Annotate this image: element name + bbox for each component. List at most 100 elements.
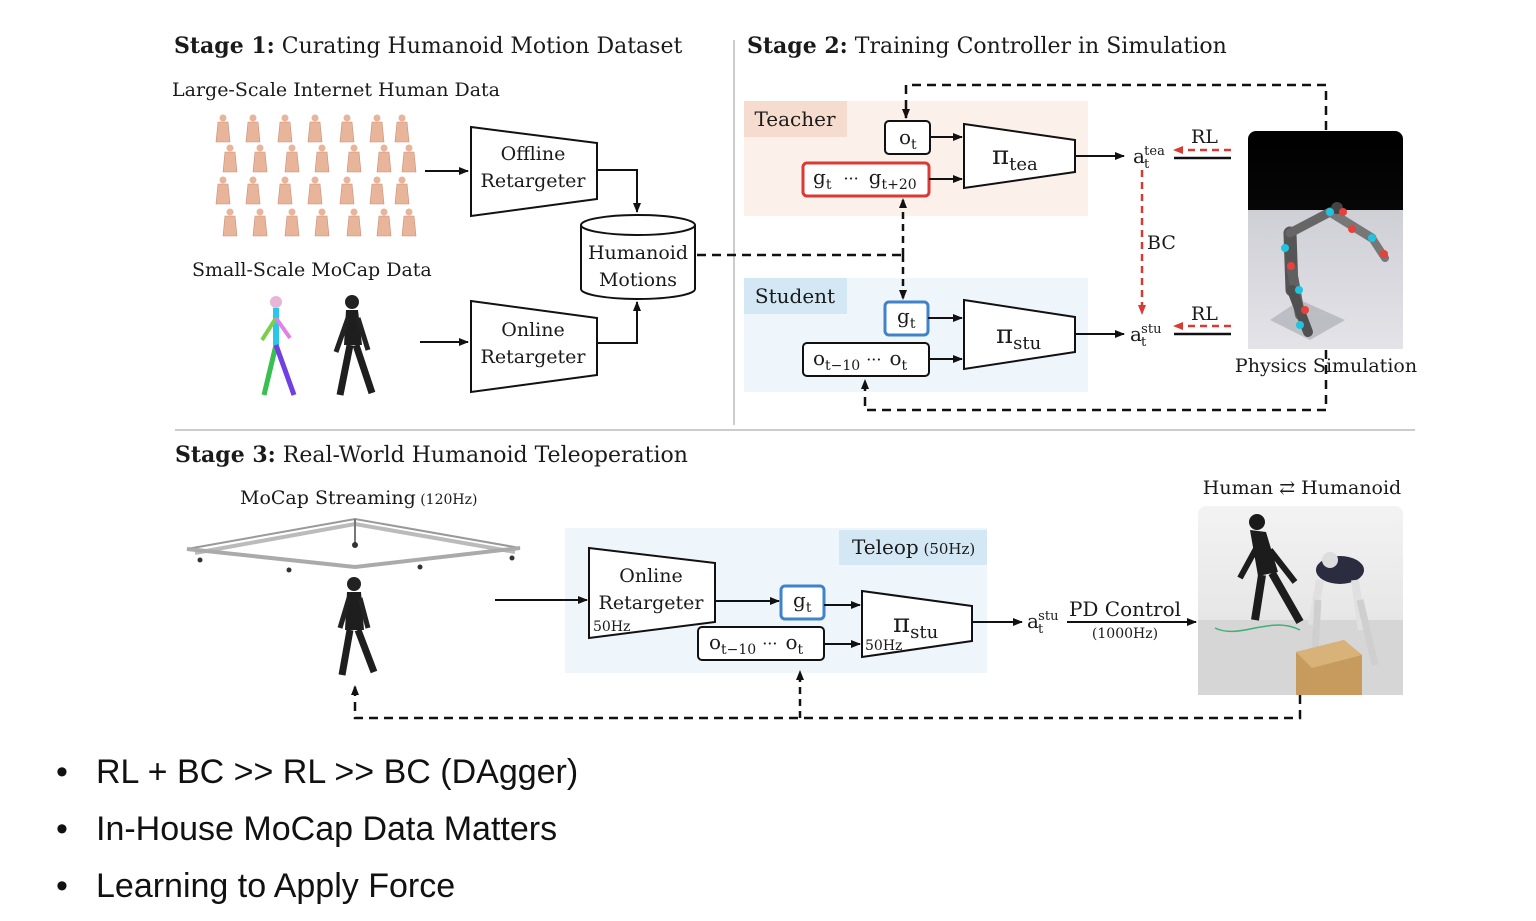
student-policy-label: πstu [996,320,1041,354]
crowd-figure [376,144,392,173]
physics-simulation-label: Physics Simulation [1235,355,1417,377]
crowd-figure [314,144,330,173]
teleop-student-policy-block [861,589,973,659]
large-scale-data-label: Large-Scale Internet Human Data [172,79,500,101]
stage1-title: Stage 1: Curating Humanoid Motion Datase… [174,33,682,59]
crowd-figure [346,144,362,173]
mocap-suit-figure [333,295,376,396]
sim-feedback-to-teacher [902,83,1328,130]
student-policy-block [963,298,1076,371]
offline-retargeter-label-1: Offline [501,143,566,165]
takeaway-item: • In-House MoCap Data Matters [56,807,578,864]
online-retargeter-label-1: Online [501,319,564,341]
online-retargeter-label-2: Retargeter [481,346,587,368]
stage3-title: Stage 3: Real-World Humanoid Teleoperati… [175,442,688,468]
teleop-retargeter-label-2: Retargeter [599,592,705,614]
crowd-figure [314,208,330,237]
teacher-goal-text: gt···gt+20 [813,165,917,193]
stage2-title: Stage 2: Training Controller in Simulati… [747,33,1227,59]
humanoid-motions-label-1: Humanoid [588,242,688,264]
crowd-figure [307,176,323,205]
crowd-figure [284,144,300,173]
teacher-label: Teacher [754,107,835,131]
takeaways-list: • RL + BC >> RL >> BC (DAgger) • In-House … [56,750,578,921]
teleop-policy-label: πstu [893,609,938,643]
teleop-obs-history-text: ot−10···ot [709,630,804,658]
student-goal-text: gt [897,304,916,332]
offline-retargeter-block [470,125,598,218]
crowd-figure [245,114,261,143]
rl-label-student: RL [1191,303,1218,325]
human-humanoid-label: Human ⇄ Humanoid [1203,477,1401,499]
bullet-dot-icon: • [56,810,68,848]
student-obs-history-text: ot−10···ot [813,346,908,374]
mocap-performer-figure [337,577,378,676]
teleop-policy-hz: 50Hz [865,638,902,654]
teacher-action-label: attea [1133,144,1165,172]
teleop-online-retargeter-block [588,546,716,640]
crowd-figure [369,176,385,205]
rl-label-teacher: RL [1191,126,1218,148]
arrow-online-to-db [597,301,641,344]
crowd-figure [307,114,323,143]
teacher-tag [744,101,847,137]
pd-control-label: PD Control [1069,597,1181,621]
bullet-dot-icon: • [56,753,68,791]
crowd-figure [252,144,268,173]
humanoid-motions-label-2: Motions [599,269,677,291]
student-label: Student [755,284,835,308]
crowd-figure [376,208,392,237]
arrow-offline-to-db [597,169,641,213]
offline-retargeter-label-2: Retargeter [481,170,587,192]
small-scale-data-label: Small-Scale MoCap Data [192,259,432,281]
robot-feedback-loop [351,685,1302,720]
crowd-figure [401,144,417,173]
crowd-figure [222,144,238,173]
teleop-tag [839,530,987,565]
crowd-figure [245,176,261,205]
crowd-figure [252,208,268,237]
crowd-figure [277,176,293,205]
crowd-figure [394,114,410,143]
mocap-truss-rig [186,517,521,573]
physics-simulation-image [1248,131,1403,349]
online-retargeter-block [470,299,598,394]
teacher-policy-label: πtea [992,141,1038,175]
takeaway-item: • RL + BC >> RL >> BC (DAgger) [56,750,578,807]
mocap-streaming-label: MoCap Streaming (120Hz) [240,487,477,509]
crowd-figure [215,176,231,205]
crowd-figure [222,208,238,237]
teleop-retargeter-hz: 50Hz [593,619,630,635]
student-action-label: atstu [1130,322,1161,350]
crowd-figure [277,114,293,143]
teleop-action-label: atstu [1027,609,1058,637]
teleop-goal-text: gt [793,588,812,616]
crowd-figure [339,114,355,143]
takeaway-item: • Learning to Apply Force [56,864,578,921]
takeaway-text: In-House MoCap Data Matters [96,810,558,848]
humanoid-motions-database: Humanoid Motions [580,214,696,300]
student-tag [744,278,847,314]
takeaway-text: RL + BC >> RL >> BC (DAgger) [96,753,579,791]
bullet-dot-icon: • [56,867,68,905]
crowd-figure [401,208,417,237]
human-crowd-figures [215,114,417,237]
crowd-figure [339,176,355,205]
teleop-goal-box [779,584,826,621]
human-humanoid-photo [1198,506,1403,695]
crowd-figure [346,208,362,237]
crowd-figure [394,176,410,205]
crowd-figure [369,114,385,143]
teleop-label: Teleop (50Hz) [852,535,975,559]
teacher-obs-text: ot [899,125,917,153]
sim-feedback-to-student [861,350,1328,412]
system-diagram: Stage 1: Curating Humanoid Motion Datase… [172,33,1417,720]
crowd-figure [215,114,231,143]
bc-label: BC [1147,232,1176,254]
takeaway-text: Learning to Apply Force [96,867,456,905]
teleop-retargeter-label-1: Online [619,565,682,587]
crowd-figure [284,208,300,237]
pd-control-hz: (1000Hz) [1092,626,1158,642]
teacher-policy-block [963,122,1076,190]
mocap-skeleton-figure [260,296,297,396]
